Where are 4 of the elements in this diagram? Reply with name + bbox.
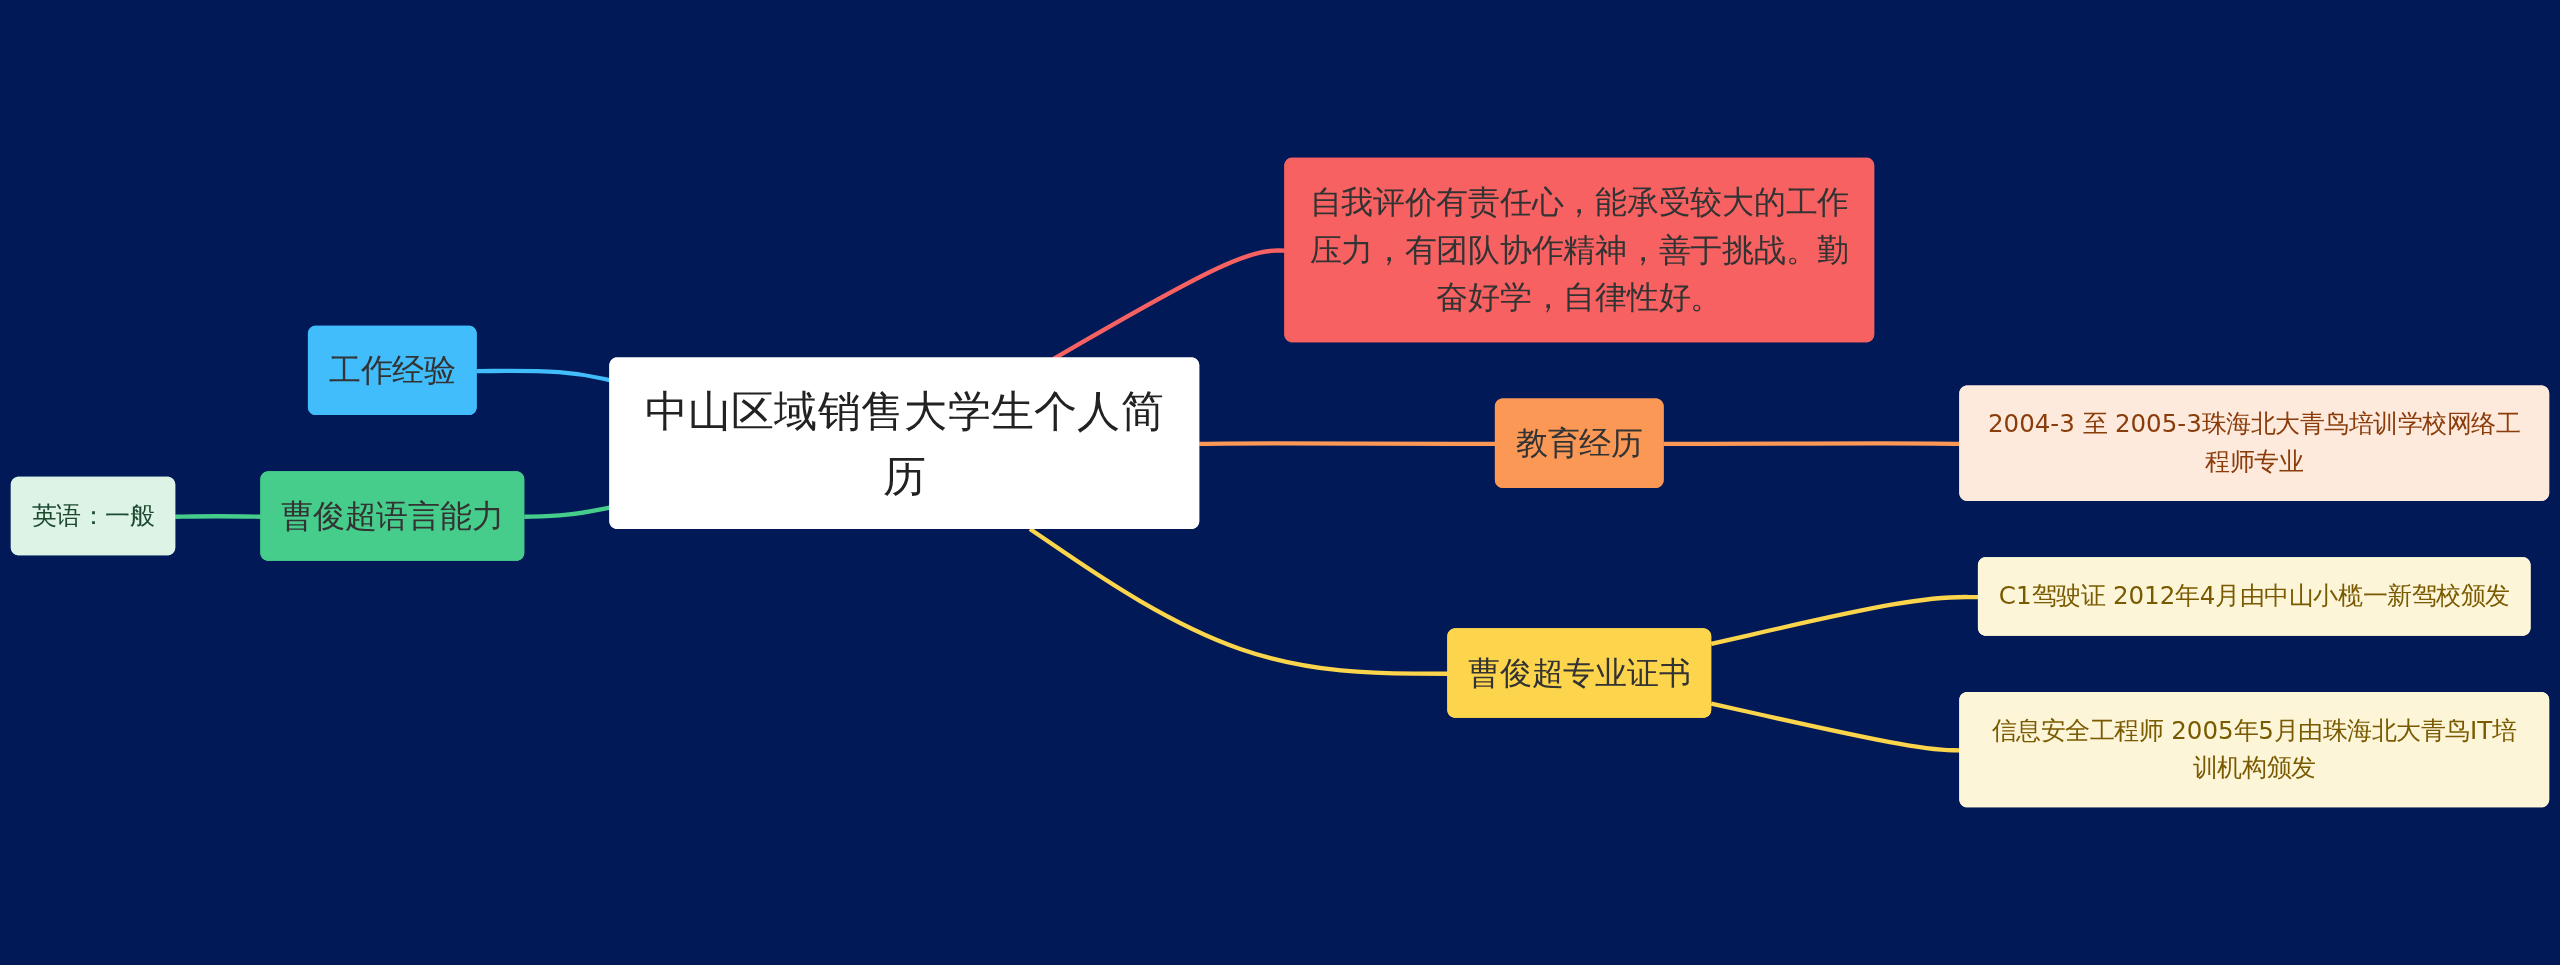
connector [1663,441,1961,447]
connector [1710,701,1961,753]
connector [175,514,262,519]
connector [1028,527,1449,676]
